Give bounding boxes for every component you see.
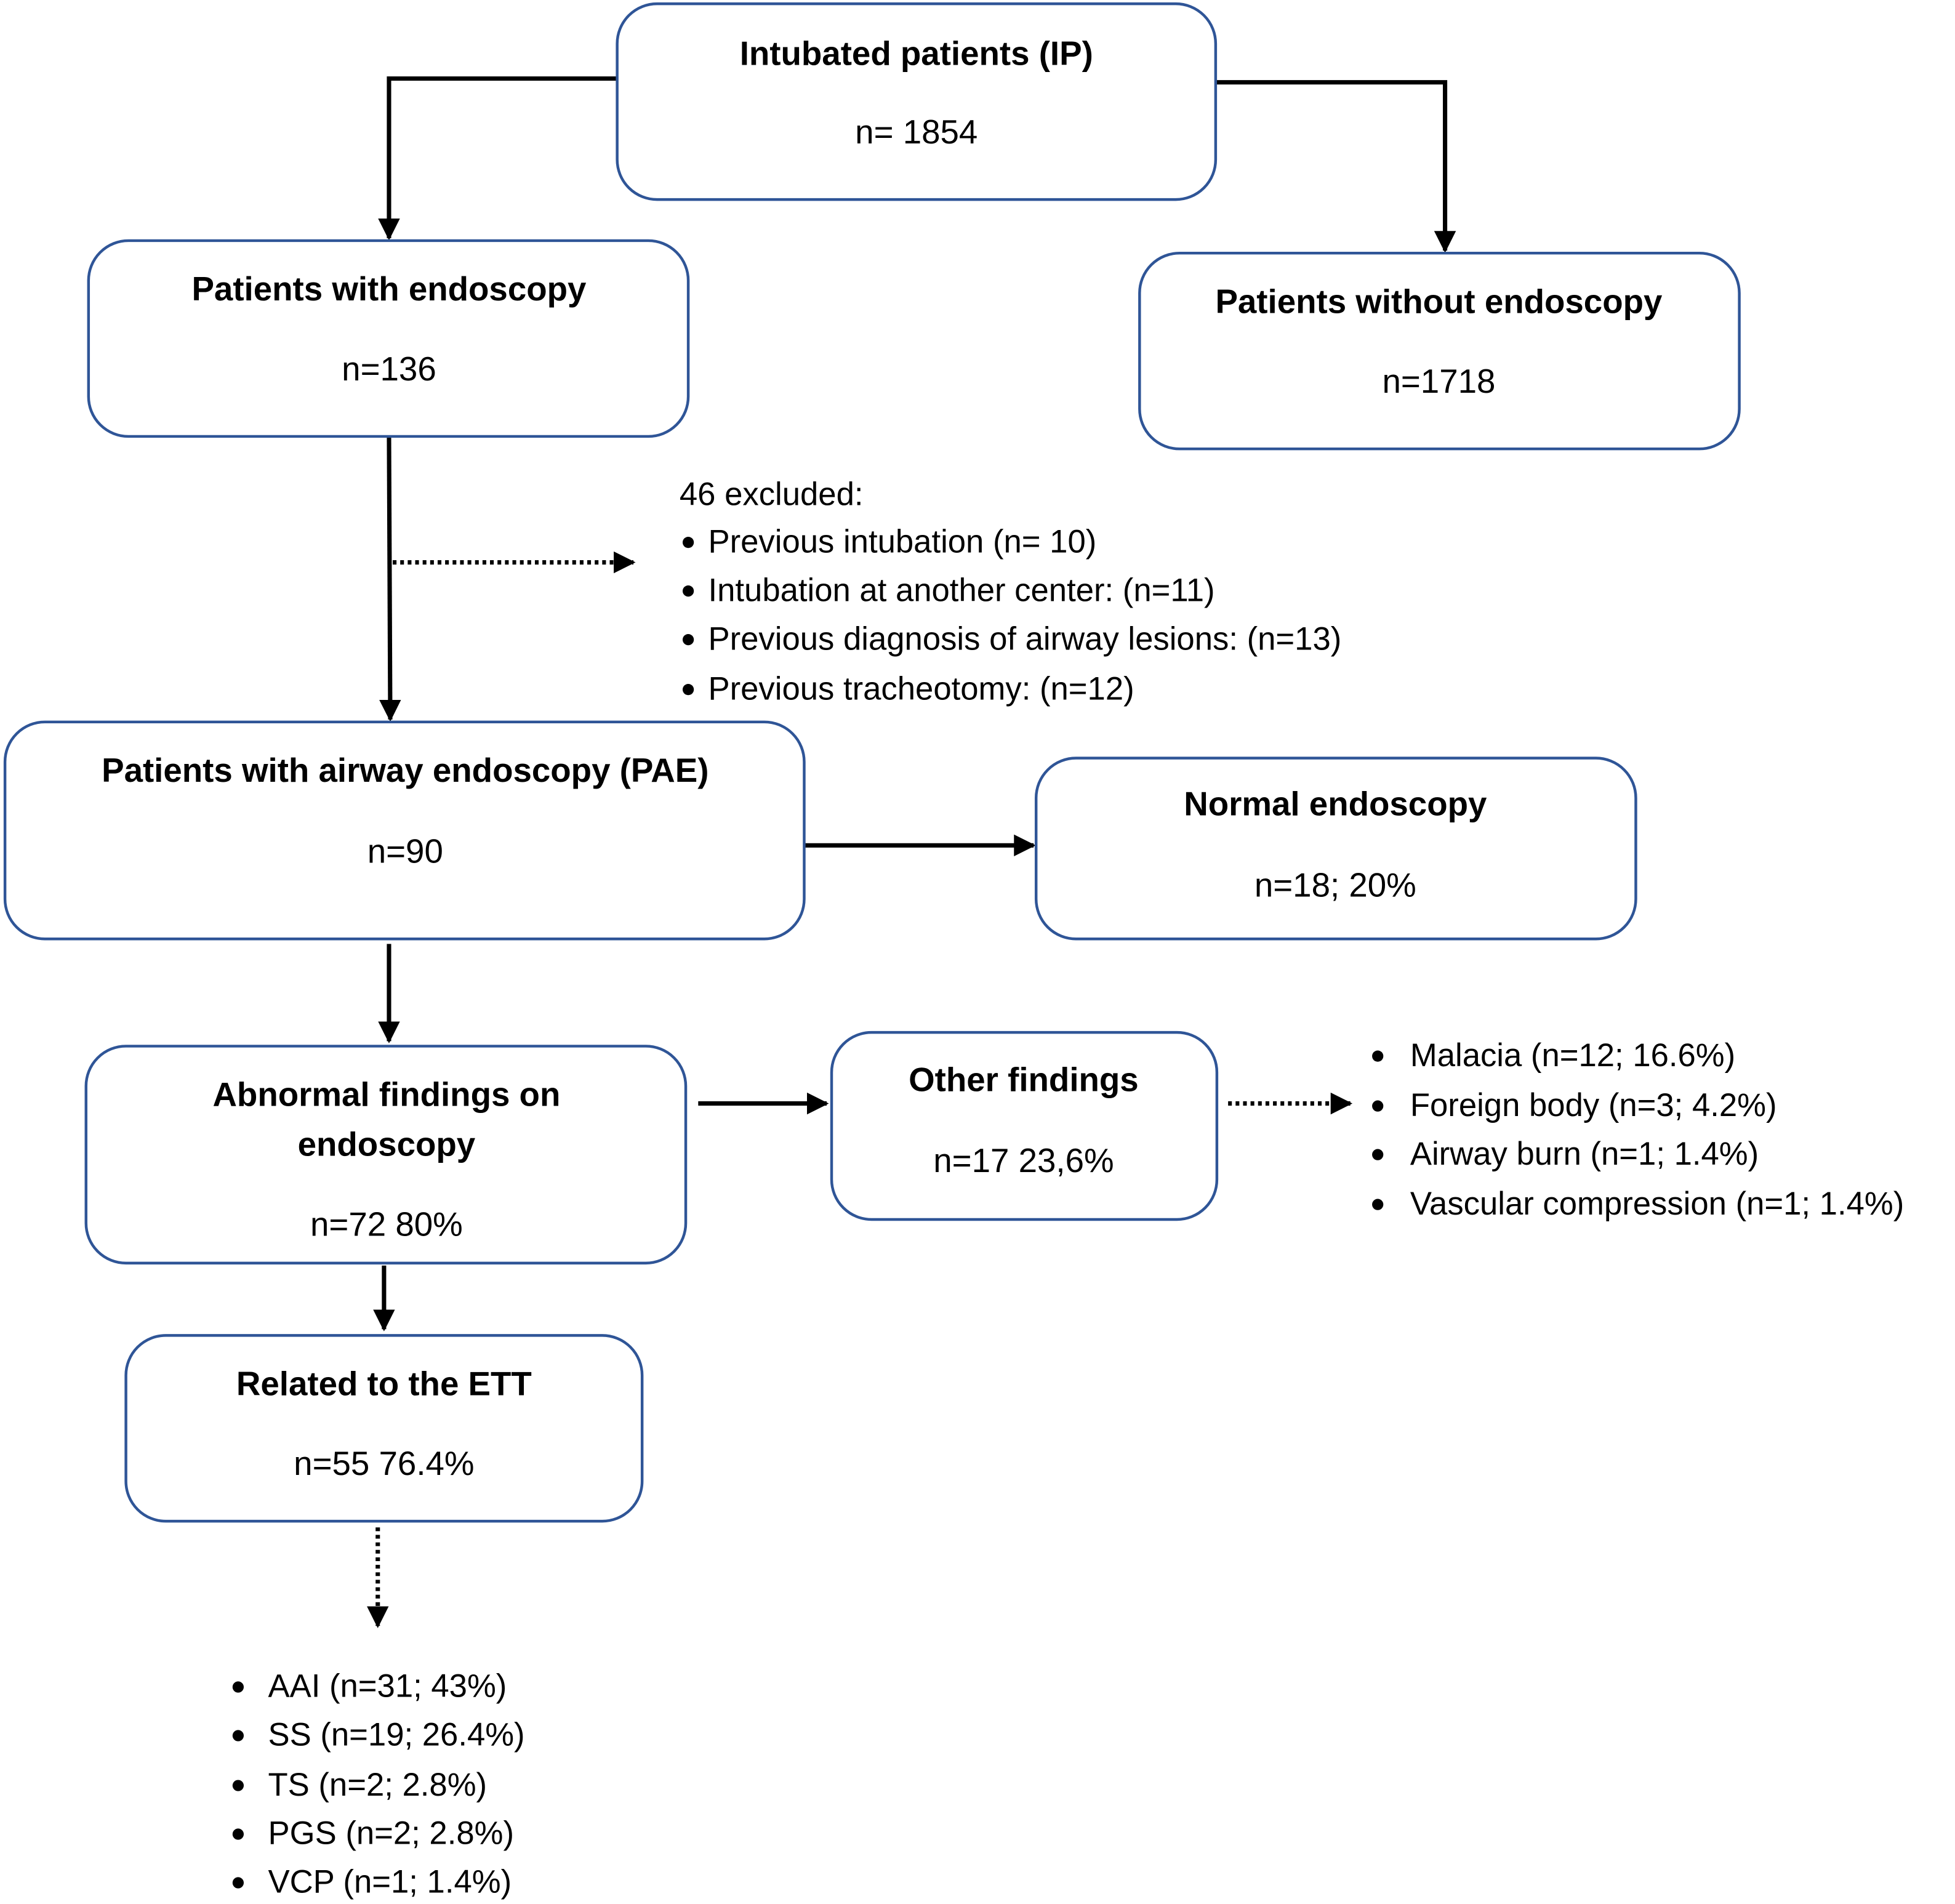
- arrow-ip-to-with-endoscopy: [378, 76, 617, 241]
- box-value: n=17 23,6%: [933, 1141, 1114, 1179]
- list-item: AAI (n=31; 43%): [232, 1668, 507, 1705]
- list-item: Foreign body (n=3; 4.2%): [1372, 1087, 1777, 1123]
- list-item-text: Foreign body (n=3; 4.2%): [1410, 1087, 1777, 1123]
- list-item-text: Intubation at another center: (n=11): [708, 572, 1214, 608]
- arrow-ip-to-without-endoscopy: [1215, 80, 1456, 253]
- list-item-text: SS (n=19; 26.4%): [268, 1717, 524, 1753]
- list-item-text: Previous diagnosis of airway lesions: (n…: [708, 621, 1341, 657]
- list-item: SS (n=19; 26.4%): [232, 1717, 525, 1753]
- box-related-to-ett: Related to the ETT n=55 76.4%: [124, 1334, 644, 1523]
- box-title-line1: Abnormal findings on: [212, 1075, 560, 1114]
- box-title: Patients with airway endoscopy (PAE): [102, 751, 709, 789]
- box-abnormal-findings: Abnormal findings on endoscopy n=72 80%: [84, 1045, 688, 1265]
- other-findings-list: Malacia (n=12; 16.6%) Foreign body (n=3;…: [1372, 1037, 1904, 1222]
- list-item-text: Previous tracheotomy: (n=12): [708, 670, 1134, 707]
- list-item: Previous intubation (n= 10): [682, 523, 1096, 560]
- list-item: TS (n=2; 2.8%): [232, 1767, 487, 1803]
- list-item: Intubation at another center: (n=11): [682, 572, 1215, 608]
- list-item-text: Previous intubation (n= 10): [708, 523, 1096, 560]
- list-item: Malacia (n=12; 16.6%): [1372, 1037, 1735, 1074]
- box-value: n=55 76.4%: [294, 1444, 474, 1482]
- list-item: PGS (n=2; 2.8%): [232, 1815, 514, 1852]
- box-title: Other findings: [909, 1060, 1139, 1098]
- box-value: n=72 80%: [310, 1205, 463, 1243]
- box-pae: Patients with airway endoscopy (PAE) n=9…: [3, 720, 806, 941]
- box-value: n=18; 20%: [1254, 866, 1416, 904]
- box-title-line2: endoscopy: [298, 1125, 476, 1163]
- list-item-text: VCP (n=1; 1.4%): [268, 1864, 512, 1900]
- box-value: n=1718: [1382, 362, 1495, 400]
- excluded-list: 46 excluded: Previous intubation (n= 10)…: [680, 476, 1341, 707]
- ett-findings-list: AAI (n=31; 43%) SS (n=19; 26.4%) TS (n=2…: [232, 1668, 525, 1900]
- list-item: Airway burn (n=1; 1.4%): [1372, 1136, 1759, 1172]
- excluded-header: 46 excluded:: [680, 476, 864, 512]
- list-item-text: PGS (n=2; 2.8%): [268, 1815, 514, 1852]
- box-title: Patients without endoscopy: [1215, 282, 1663, 320]
- list-item-text: Malacia (n=12; 16.6%): [1410, 1037, 1735, 1074]
- box-other-findings: Other findings n=17 23,6%: [830, 1030, 1219, 1221]
- list-item-text: TS (n=2; 2.8%): [268, 1767, 487, 1803]
- arrow-with-endoscopy-to-pae: [379, 436, 401, 722]
- box-patients-with-endoscopy: Patients with endoscopy n=136: [87, 239, 690, 438]
- list-item-text: AAI (n=31; 43%): [268, 1668, 507, 1705]
- box-intubated-patients: Intubated patients (IP) n= 1854: [616, 2, 1218, 201]
- box-value: n= 1854: [855, 113, 978, 151]
- box-title: Normal endoscopy: [1184, 785, 1487, 823]
- box-value: n=90: [367, 832, 443, 870]
- box-title: Patients with endoscopy: [191, 270, 587, 308]
- list-item-text: Airway burn (n=1; 1.4%): [1410, 1136, 1759, 1172]
- list-item: VCP (n=1; 1.4%): [232, 1864, 512, 1900]
- box-title: Related to the ETT: [236, 1365, 532, 1403]
- box-value: n=136: [342, 350, 436, 388]
- list-item: Vascular compression (n=1; 1.4%): [1372, 1186, 1904, 1222]
- list-item: Previous tracheotomy: (n=12): [682, 670, 1134, 707]
- box-patients-without-endoscopy: Patients without endoscopy n=1718: [1138, 251, 1741, 451]
- box-title: Intubated patients (IP): [740, 34, 1093, 72]
- list-item-text: Vascular compression (n=1; 1.4%): [1410, 1186, 1904, 1222]
- list-item: Previous diagnosis of airway lesions: (n…: [682, 621, 1341, 657]
- box-normal-endoscopy: Normal endoscopy n=18; 20%: [1034, 757, 1637, 941]
